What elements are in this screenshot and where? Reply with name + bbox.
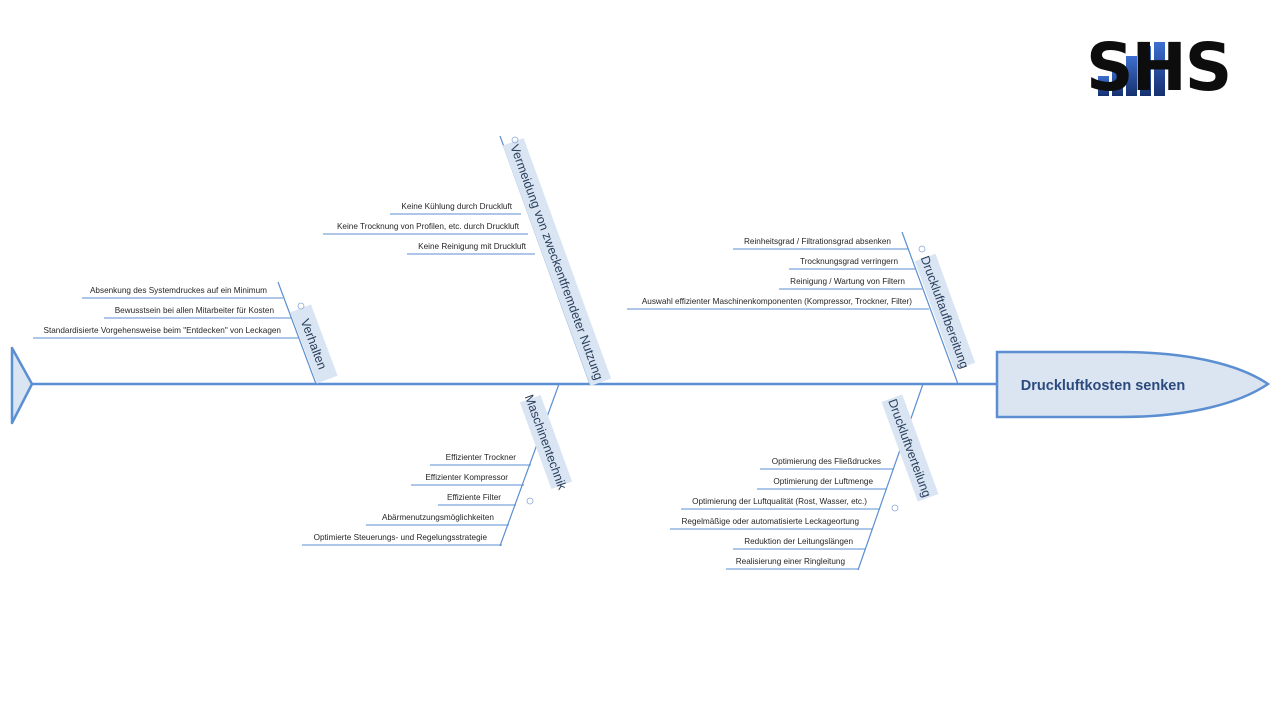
item-label: Regelmäßige oder automatisierte Leckageo… <box>682 517 860 526</box>
category-box-verhalten[interactable] <box>290 304 338 384</box>
item-label: Keine Trocknung von Profilen, etc. durch… <box>337 222 520 231</box>
bone-verteilung <box>857 383 924 571</box>
item-label: Trocknungsgrad verringern <box>800 257 898 266</box>
category-label-aufbereitung: Druckluftaufbereitung <box>918 254 972 370</box>
category-label-verteilung: Druckluftverteilung <box>885 397 934 499</box>
item-label: Effiziente Filter <box>447 493 501 502</box>
item-label: Optimierung des Fließdruckes <box>772 457 881 466</box>
collapse-icon-vermeidung[interactable] <box>511 136 519 144</box>
category-box-verteilung[interactable] <box>881 394 939 502</box>
item-label: Reinigung / Wartung von Filtern <box>790 277 905 286</box>
category-box-maschinentechnik[interactable] <box>519 395 573 489</box>
bone-verhalten <box>277 281 317 385</box>
item-label: Standardisierte Vorgehensweise beim "Ent… <box>44 326 282 335</box>
category-box-vermeidung[interactable] <box>502 137 612 387</box>
item-label: Abärmenutzungsmöglichkeiten <box>382 513 494 522</box>
item-label: Effizienter Kompressor <box>425 473 508 482</box>
category-box-aufbereitung[interactable] <box>914 253 976 371</box>
item-label: Auswahl effizienter Maschinenkomponenten… <box>642 297 912 306</box>
item-label: Effizienter Trockner <box>446 453 517 462</box>
logo-bars-icon <box>1098 42 1165 96</box>
item-label: Bewusstsein bei allen Mitarbeiter für Ko… <box>115 306 275 315</box>
collapse-icon-maschinentechnik[interactable] <box>526 497 534 505</box>
collapse-icon-verhalten[interactable] <box>297 302 305 310</box>
logo-text: SHS <box>1086 29 1232 106</box>
item-label: Realisierung einer Ringleitung <box>736 557 846 566</box>
collapse-icon-verteilung[interactable] <box>891 504 899 512</box>
collapse-icon-aufbereitung[interactable] <box>918 245 926 253</box>
item-label: Reinheitsgrad / Filtrationsgrad absenken <box>744 237 891 246</box>
item-label: Keine Kühlung durch Druckluft <box>401 202 512 211</box>
fish-head[interactable] <box>995 350 1271 419</box>
bone-aufbereitung <box>901 231 959 385</box>
item-label: Optimierung der Luftqualität (Rost, Wass… <box>692 497 867 506</box>
item-label: Optimierung der Luftmenge <box>773 477 873 486</box>
item-label: Optimierte Steuerungs- und Regelungsstra… <box>314 533 488 542</box>
item-label: Absenkung des Systemdruckes auf ein Mini… <box>90 286 267 295</box>
category-label-vermeidung: Vermeidung von zweckentfremdeter Nutzung <box>507 143 605 382</box>
spine-tail <box>10 346 34 425</box>
head-label: Druckluftkosten senken <box>1021 378 1185 394</box>
item-label: Reduktion der Leitungslängen <box>744 537 853 546</box>
category-label-maschinentechnik: Maschinentechnik <box>522 393 570 493</box>
item-label: Keine Reinigung mit Druckluft <box>418 242 527 251</box>
